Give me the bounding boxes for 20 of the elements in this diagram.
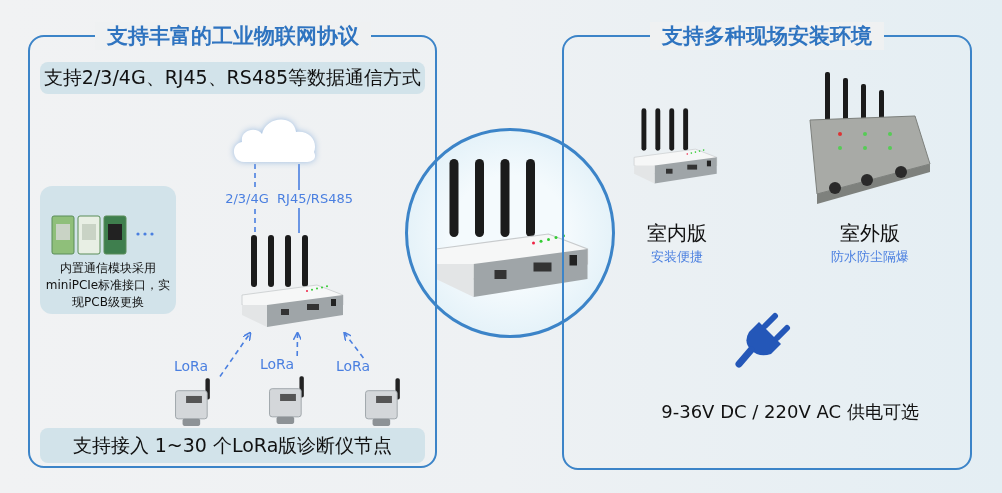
arrow xyxy=(219,331,252,378)
version-note: 安装便捷 xyxy=(651,248,703,266)
text-band: 支持接入 1~30 个LoRa版诊断仪节点 xyxy=(40,428,425,463)
panel-heading: 支持多种现场安装环境 xyxy=(650,22,884,50)
edge-label: RJ45/RS485 xyxy=(276,189,354,208)
sensor-label: LoRa xyxy=(336,358,371,374)
module-card xyxy=(40,186,176,314)
panel-heading: 支持丰富的工业物联网协议 xyxy=(94,22,371,50)
text-band: 支持2/3/4G、RJ45、RS485等数据通信方式 xyxy=(40,62,425,94)
version-title: 室内版 xyxy=(647,220,707,247)
connector-line xyxy=(254,163,256,234)
arrow xyxy=(292,331,303,357)
sensor-label: LoRa xyxy=(174,358,209,374)
arrow xyxy=(343,331,365,359)
card-text: 内置通信模块采用miniPCIe标准接口，实现PCB级更换 xyxy=(44,260,172,311)
sensor-label: LoRa xyxy=(260,356,295,372)
version-note: 防水防尘隔爆 xyxy=(831,248,909,266)
version-title: 室外版 xyxy=(840,220,900,247)
power-text: 9-36V DC / 220V AC 供电可选 xyxy=(661,400,919,424)
edge-label: 2/3/4G xyxy=(224,189,270,208)
